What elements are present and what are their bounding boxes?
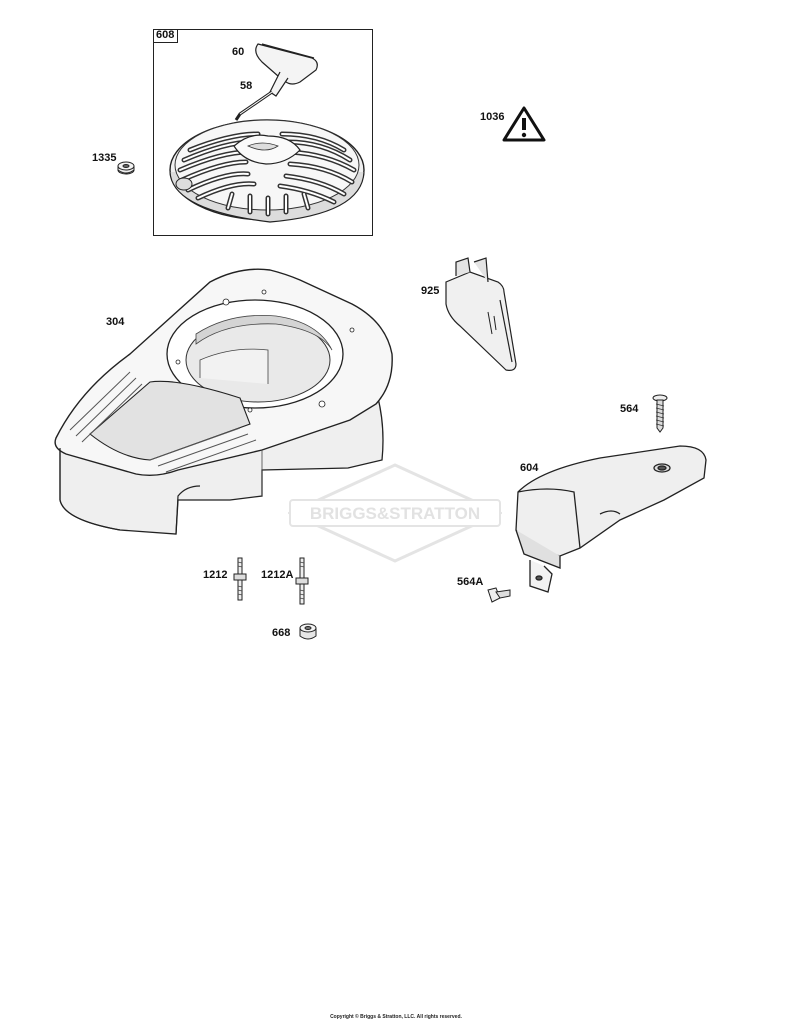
recoil-starter-part[interactable] xyxy=(169,119,365,223)
watermark-text: BRIGGS&STRATTON xyxy=(310,504,480,523)
kit-box-label: 608 xyxy=(153,29,179,43)
kit-box-608 xyxy=(153,29,373,236)
label-1212: 1212 xyxy=(203,569,228,581)
stud-1212-part[interactable] xyxy=(233,557,247,601)
cover-604-part[interactable] xyxy=(515,445,707,593)
bolt-564A-part[interactable] xyxy=(487,587,511,603)
warning-icon[interactable] xyxy=(502,106,546,142)
label-60: 60 xyxy=(232,46,245,58)
baffle-925-part[interactable] xyxy=(445,257,517,371)
blower-housing-part[interactable] xyxy=(54,268,393,535)
starter-handle-part[interactable] xyxy=(255,43,318,97)
screw-564-part[interactable] xyxy=(652,394,668,433)
stud-1212A-part[interactable] xyxy=(295,557,309,605)
label-564: 564 xyxy=(620,403,639,415)
label-58: 58 xyxy=(240,80,253,92)
label-1036: 1036 xyxy=(480,111,505,123)
copyright-footer: Copyright © Briggs & Stratton, LLC. All … xyxy=(330,1014,462,1020)
label-304: 304 xyxy=(106,316,125,328)
label-1335: 1335 xyxy=(92,152,117,164)
brand-watermark: BRIGGS&STRATTON xyxy=(288,463,502,563)
label-604: 604 xyxy=(520,462,539,474)
spacer-668-part[interactable] xyxy=(299,623,317,640)
label-668: 668 xyxy=(272,627,291,639)
label-564A: 564A xyxy=(457,576,484,588)
label-925: 925 xyxy=(421,285,440,297)
label-1212A: 1212A xyxy=(261,569,294,581)
nut-1335-part[interactable] xyxy=(117,161,135,175)
